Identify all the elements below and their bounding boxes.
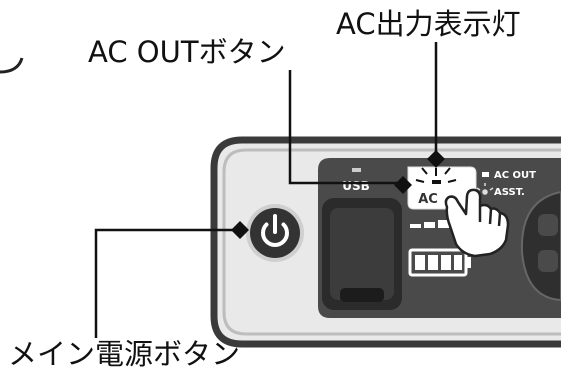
ac-output-lamp [432,180,441,184]
main-power-button[interactable] [246,204,304,262]
battery-icon [408,248,471,277]
power-icon [261,214,289,247]
usb-indicator-dot [352,168,361,172]
ac-out-indicator-label: AC OUT [494,170,536,181]
ac-button-text: AC [418,192,438,207]
leader-lines [94,42,438,338]
assist-indicator-icon [476,183,494,195]
leader-main-power [94,228,240,338]
usb-port-cover[interactable] [322,198,402,310]
usb-label: USB [342,179,370,193]
ac-out-button-label: AC OUTボタン [88,35,286,69]
device-frame-inner [222,148,561,336]
diamond-ac-lamp [427,150,445,168]
assist-indicator-label: ASST. [494,187,525,198]
diamond-main-power [231,221,249,239]
ac-out-button[interactable]: AC [407,166,477,210]
main-power-button-label: メイン電源ボタン [8,337,241,371]
ac-lamp-glow [415,167,457,183]
ac-output-lamp-label: AC出力表示灯 [336,7,521,41]
pointing-hand-icon [444,188,510,258]
leader-endpoints [231,150,445,239]
ac-out-indicator-dot [482,172,489,177]
partial-circle-decoration [0,57,24,74]
leader-ac-out [288,70,402,185]
diamond-ac-out [394,176,412,194]
right-dial[interactable] [520,190,561,302]
